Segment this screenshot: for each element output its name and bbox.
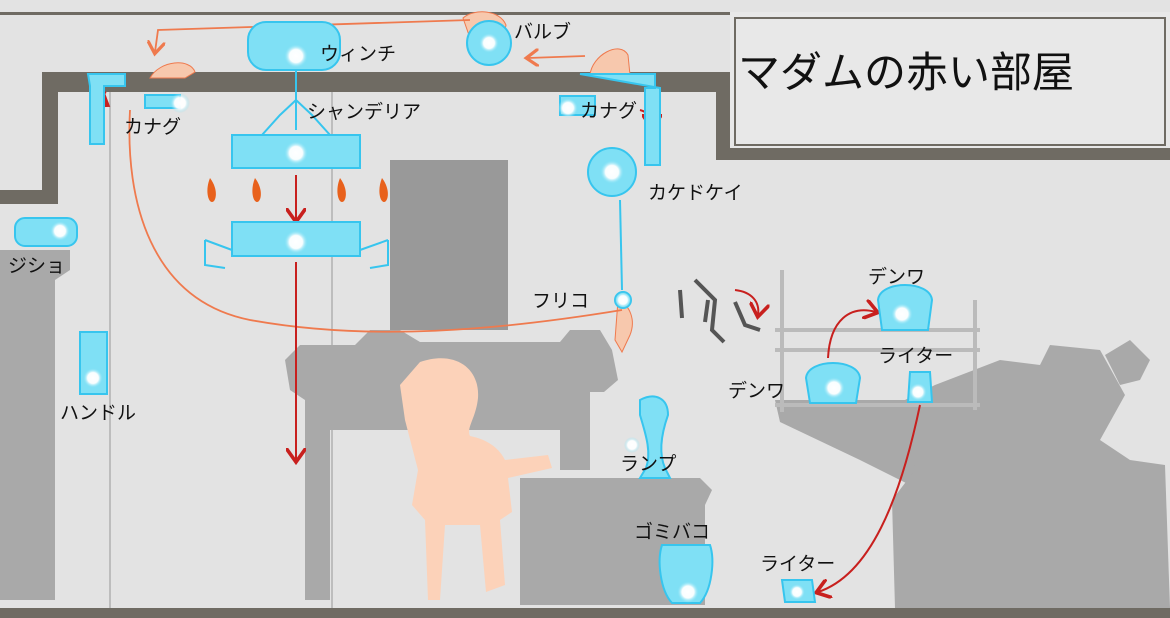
candle-flames [207,178,388,202]
label-winch: ウィンチ [320,43,397,65]
chandelier-chain [259,98,333,136]
wall-candelabra [678,278,761,344]
madam-character [400,358,552,600]
label-cuckoo-clock: カケドケイ [648,182,743,204]
trash-can[interactable] [658,544,714,604]
label-lighter-floor: ライター [760,553,836,575]
bracket-left[interactable] [86,73,126,145]
label-handle: ハンドル [60,402,137,424]
floor [0,608,1170,618]
label-pendulum: フリコ [532,290,590,312]
room-title: マダムの赤い部屋 [738,48,1075,97]
fireplace-mantel [285,330,618,600]
label-bracket-left: カナグ [124,116,182,138]
bracket-right[interactable] [579,73,661,166]
shelf-frame [775,270,980,412]
furniture [0,160,1170,608]
label-magnet: ジショ [8,255,66,277]
chandelier-arms [204,239,389,269]
stove [892,345,1170,608]
rat-route [128,19,623,333]
hotspots [50,33,927,603]
stove-knob [1105,340,1150,385]
label-lighter-shelf: ライター [878,345,954,367]
left-cabinet [0,250,70,600]
label-trash-can: ゴミバコ [634,521,711,543]
label-telephone-bottom: デンワ [728,380,786,402]
label-lamp: ランプ [620,453,677,475]
upper-room [730,12,1170,148]
label-chandelier: シャンデリア [307,101,422,123]
label-telephone-top: デンワ [868,266,926,288]
pendulum-rod [619,199,623,291]
painting [390,160,508,330]
upper-room-frame [734,17,1166,146]
lamp[interactable] [638,395,672,479]
ceiling-line [0,12,1170,15]
label-bracket-right: カナグ [580,100,638,122]
label-valve: バルブ [514,21,572,43]
